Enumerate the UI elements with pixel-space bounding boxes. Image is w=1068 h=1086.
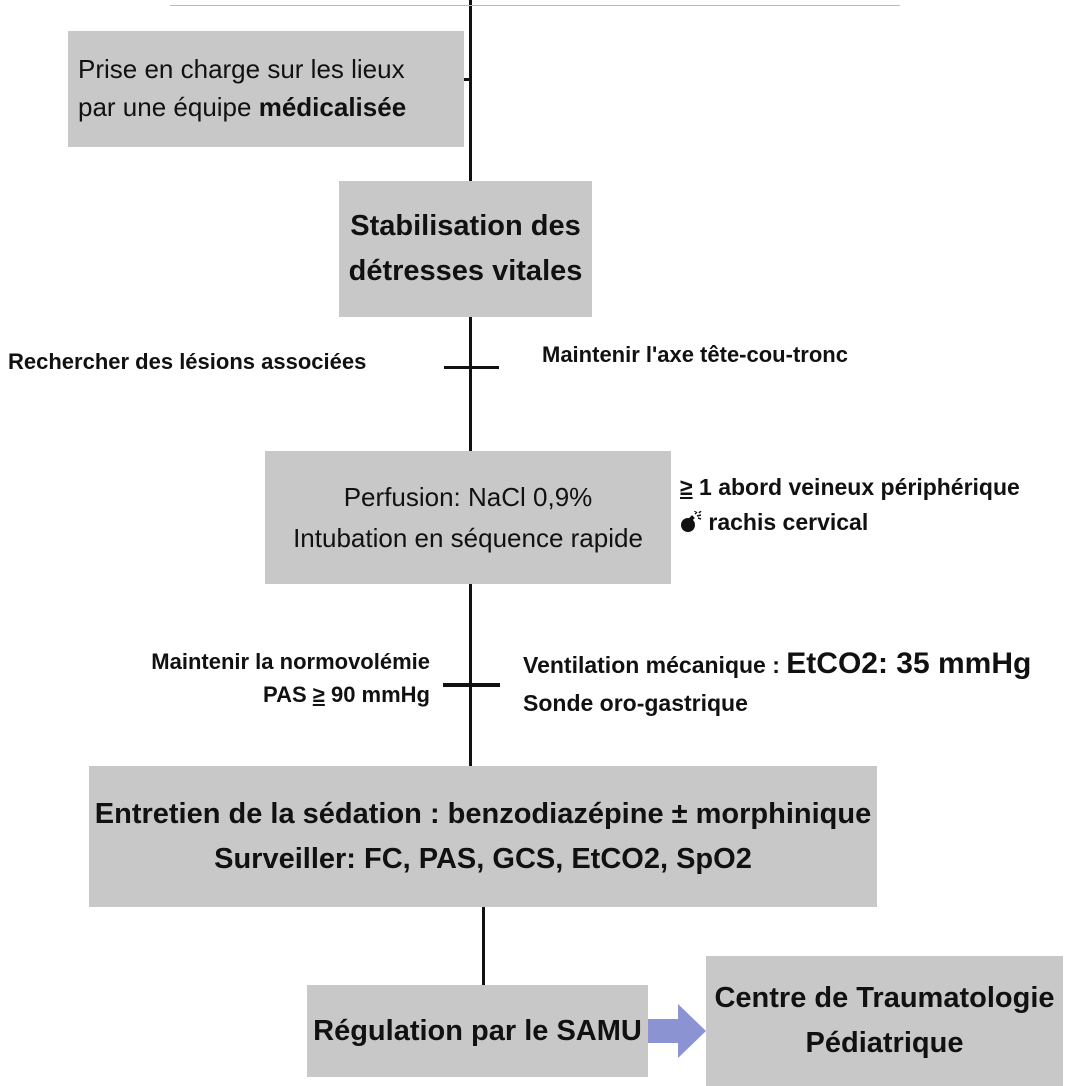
stabilisation-line2: détresses vitales xyxy=(348,255,583,287)
spine-line-3 xyxy=(469,584,472,766)
head-neck-trunk-axis-label: Maintenir l'axe tête-cou-tronc xyxy=(542,342,848,367)
sedation-line: Entretien de la sédation : benzodiazépin… xyxy=(94,797,872,830)
onsite-care-box: Prise en charge sur les lieux par une éq… xyxy=(68,31,464,147)
trauma-center-line2: Pédiatrique xyxy=(805,1027,964,1059)
venous-access-note: ≥ 1 abord veineux périphérique rachis ce… xyxy=(680,470,1020,539)
onsite-care-line2-bold: médicalisée xyxy=(258,92,407,122)
normovolemia-note: Maintenir la normovolémie PAS ≥ 90 mmHg xyxy=(108,645,430,711)
stabilisation-box: Stabilisation des détresses vitales xyxy=(339,181,592,317)
samu-regulation-box: Régulation par le SAMU xyxy=(307,985,648,1077)
monitoring-line: Surveiller: FC, PAS, GCS, EtCO2, SpO2 xyxy=(214,842,752,875)
onsite-care-line2-prefix: par une équipe xyxy=(78,92,259,122)
pediatric-trauma-center-box: Centre de Traumatologie Pédiatrique xyxy=(706,956,1063,1086)
crossbar-1 xyxy=(444,366,499,369)
perfusion-intubation-box: Perfusion: NaCl 0,9% Intubation en séque… xyxy=(265,451,671,584)
samu-regulation-label: Régulation par le SAMU xyxy=(313,1014,642,1047)
pas-value: 90 mmHg xyxy=(324,682,430,707)
perfusion-line: Perfusion: NaCl 0,9% xyxy=(343,482,593,513)
cervical-spine-line: rachis cervical xyxy=(680,505,1020,540)
spine-line-4 xyxy=(482,907,485,985)
top-hairline xyxy=(170,5,900,6)
etco2-target: EtCO2: 35 mmHg xyxy=(786,647,1032,680)
bomb-icon xyxy=(681,510,702,532)
ge-symbol: ≥ xyxy=(680,474,693,500)
gastric-tube-line: Sonde oro-gastrique xyxy=(523,690,748,716)
venous-access-text: 1 abord veineux périphérique xyxy=(692,474,1020,500)
pas-ge-symbol: ≥ xyxy=(312,682,325,707)
trauma-center-line1: Centre de Traumatologie xyxy=(714,982,1055,1015)
main-spine-line xyxy=(469,0,472,181)
onsite-care-line2: par une équipe médicalisée xyxy=(78,89,406,127)
onsite-care-line1: Prise en charge sur les lieux xyxy=(78,54,405,85)
ventilation-note: Ventilation mécanique : EtCO2: 35 mmHg S… xyxy=(523,641,1031,721)
crossbar-2 xyxy=(443,683,500,687)
pas-line: PAS ≥ 90 mmHg xyxy=(108,678,430,711)
venous-access-line: ≥ 1 abord veineux périphérique xyxy=(680,470,1020,505)
associated-lesions-label: Rechercher des lésions associées xyxy=(8,349,367,374)
pas-prefix: PAS xyxy=(263,682,313,707)
intubation-line: Intubation en séquence rapide xyxy=(293,522,643,553)
cervical-spine-text: rachis cervical xyxy=(702,508,869,535)
stabilisation-line1: Stabilisation des xyxy=(350,210,581,243)
sedation-monitoring-box: Entretien de la sédation : benzodiazépin… xyxy=(89,766,877,907)
ventilation-prefix: Ventilation mécanique : xyxy=(523,652,787,678)
normovolemia-line: Maintenir la normovolémie xyxy=(151,649,430,674)
ventilation-line: Ventilation mécanique : EtCO2: 35 mmHg xyxy=(523,641,1031,686)
spine-line-2 xyxy=(469,317,472,451)
